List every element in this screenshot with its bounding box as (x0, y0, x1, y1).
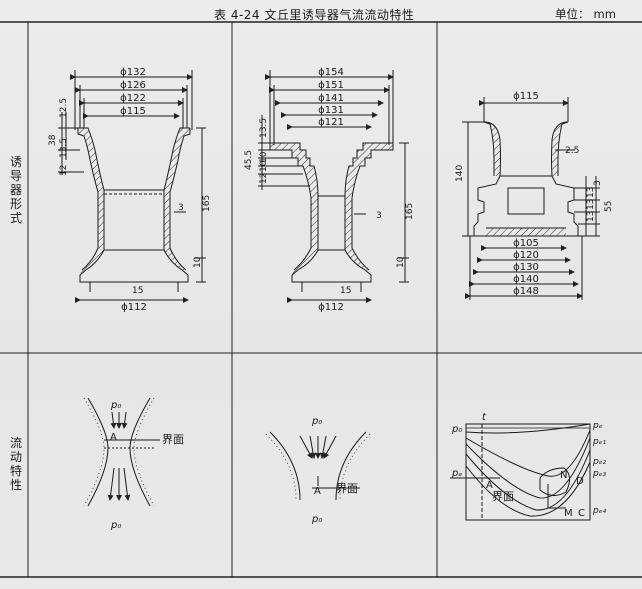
fig2-dim-bottom-dia: ϕ112 (318, 302, 344, 313)
fig2-dim-dia: ϕ121 (318, 117, 344, 128)
fig3-dim-right: 3 (593, 180, 603, 186)
row-label-flow-characteristics: 流动特性 (9, 436, 23, 492)
unit-text: 单位： (555, 7, 590, 21)
fig2-dim-left: 12 (259, 173, 269, 184)
flow3-t: t (482, 412, 487, 423)
fig3-dim-top-dia: ϕ115 (513, 91, 539, 102)
fig3-dim-bottom-dia: ϕ105 (513, 238, 539, 249)
fig1-dim-dia: ϕ115 (120, 106, 146, 117)
flow3-interface: 界面 (492, 490, 514, 503)
fig2-dim-dia: ϕ151 (318, 80, 344, 91)
fig3-dim-right: 13 (586, 187, 596, 198)
fig3-dim-right: 13 (586, 199, 596, 210)
inducer-2-hatch (270, 143, 393, 275)
inducer-1-hatch (78, 128, 190, 275)
fig1-dim-height: 165 (202, 195, 212, 212)
flow3-right-label: pₑ (592, 421, 603, 431)
fig1-dim-dia: ϕ126 (120, 80, 146, 91)
row-label-2-char: 性 (9, 478, 22, 492)
fig1-dim-throat: 3 (178, 203, 184, 213)
fig1-dim-offset: 15 (132, 286, 143, 296)
flow3-right-label: pₑ₃ (592, 469, 606, 479)
inducer-3-hatch (484, 122, 568, 236)
flow3-point-c: C (578, 508, 585, 519)
fig2-dim-left: 45.5 (244, 150, 254, 170)
fig1-dim-dia: ϕ132 (120, 67, 146, 78)
row-label-1-char: 式 (9, 211, 22, 225)
fig1-dim-dia: ϕ122 (120, 93, 146, 104)
flow3-pe-left: pₑ (451, 468, 463, 479)
fig2-dim-offset: 15 (340, 286, 351, 296)
unit-label: 单位：mm (551, 6, 616, 22)
fig1-dim-left: 12.5 (59, 98, 69, 118)
fig2-dim-bottom: 10 (396, 256, 406, 268)
fig3-dim-bottom-dia: ϕ130 (513, 262, 539, 273)
flow2-p-bottom: p₀ (311, 514, 322, 525)
flow-diagram-2 (265, 431, 371, 501)
flow-diagram-3 (450, 423, 591, 521)
fig1-dim-left: 13.5 (59, 138, 69, 158)
fig1-dim-bottom-dia: ϕ112 (121, 302, 147, 313)
flow3-point-n: N (560, 470, 567, 481)
row-label-1-char: 诱 (9, 155, 22, 169)
flow3-right-label: pₑ₂ (592, 457, 606, 467)
table-title: 表 4-24 文丘里诱导器气流流动特性 (214, 8, 415, 22)
flow3-pe4: pₑ₄ (592, 506, 606, 516)
flow1-p-top: p₀ (110, 400, 121, 411)
fig2-dim-left: 10 (259, 151, 269, 163)
row-label-2-char: 特 (9, 464, 22, 478)
fig1-dim-left: 12 (59, 165, 69, 176)
flow3-point-d: D (576, 476, 584, 487)
table-grid (0, 21, 642, 578)
row-label-1-char: 导 (9, 169, 22, 183)
row-label-inducer-form: 诱导器形式 (9, 155, 23, 225)
fig2-dim-left: 13.5 (259, 118, 269, 138)
fig2-dim-dia: ϕ131 (318, 105, 344, 116)
row-label-1-char: 器 (9, 183, 22, 197)
fig2-dim-dia: ϕ141 (318, 93, 344, 104)
flow3-p-left: p₀ (451, 424, 462, 435)
fig3-dim-bottom-dia: ϕ120 (513, 250, 539, 261)
flow2-interface: 界面 (336, 482, 358, 495)
fig3-dim-right: 13 (586, 211, 596, 222)
fig3-dim-right: 55 (604, 201, 614, 212)
row-label-2-char: 流 (9, 436, 22, 450)
fig2-dim-left: 10 (259, 160, 269, 172)
fig3-dim-height: 140 (455, 165, 465, 182)
inducer-drawing-1 (58, 70, 206, 303)
flow1-p-bottom: p₀ (110, 520, 121, 531)
row-label-1-char: 形 (9, 197, 22, 211)
fig2-dim-dia: ϕ154 (318, 67, 344, 78)
fig3-dim-bottom-dia: ϕ148 (513, 286, 539, 297)
row-label-2-char: 动 (9, 450, 22, 464)
flow-diagram-1 (83, 397, 160, 507)
flow1-point-a: A (110, 432, 117, 443)
flow1-interface: 界面 (162, 433, 184, 446)
fig3-dim-wall: 2.5 (565, 146, 579, 156)
fig2-dim-throat: 3 (376, 211, 382, 221)
flow2-p-top: p₀ (311, 416, 322, 427)
fig1-dim-left: 38 (48, 134, 58, 146)
fig2-dim-height: 165 (405, 203, 415, 220)
fig3-dim-bottom-dia: ϕ140 (513, 274, 539, 285)
flow3-point-a: A (486, 480, 493, 491)
fig1-dim-bottom: 10 (193, 256, 203, 268)
flow3-point-m: M (564, 508, 573, 519)
unit-value: mm (593, 7, 616, 21)
flow3-right-label: pₑ₁ (592, 437, 606, 447)
flow2-point-a: A (314, 486, 321, 497)
